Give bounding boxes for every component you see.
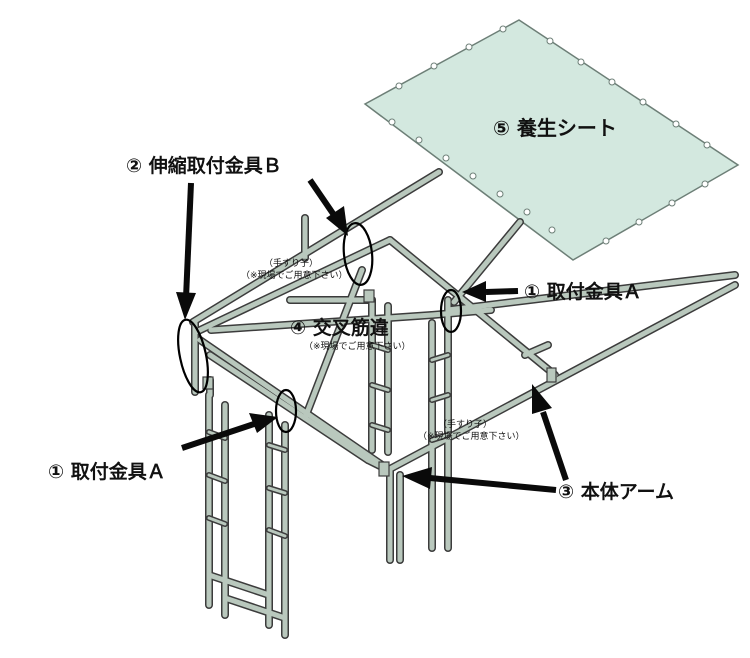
arrow-main-arm-upper (540, 411, 569, 481)
arrow-bracket-b-top (307, 178, 339, 220)
arrow-head-icon (532, 384, 552, 414)
labels: ⑤ 養生シート ② 伸縮取付金具Ｂ ① 取付金具Ａ ① 取付金具Ａ ④ 交叉筋違… (48, 116, 674, 503)
bracket-a-right-label: ① 取付金具Ａ (524, 280, 642, 303)
cross-brace-label: ④ 交叉筋違 (290, 316, 389, 339)
main-arm-label: ③ 本体アーム (558, 480, 674, 503)
bracket-b-highlight-top (342, 222, 374, 286)
arm-clamps (202, 289, 557, 477)
protective-sheet (363, 19, 740, 261)
handrail-right-label: （手すり子） (438, 418, 492, 430)
bracket-a-highlight-left (274, 388, 298, 434)
arrow-head-icon (402, 467, 432, 489)
handrail-top-label: （手すり子） (264, 257, 318, 269)
bracket-a-highlight-right (439, 288, 463, 334)
bracket-b-highlight-left (177, 318, 209, 394)
handrail-top-note: （※現場でご用意下さい） (241, 269, 348, 281)
callout-arrows (176, 178, 569, 493)
sheet-grommets (388, 25, 711, 245)
handrail-right-note: （※現場でご用意下さい） (418, 430, 525, 442)
arrow-main-arm-lower (429, 475, 557, 493)
bracket-a-left-label: ① 取付金具Ａ (48, 460, 166, 483)
arrow-bracket-a-left (181, 421, 255, 451)
sheet-label: ⑤ 養生シート (493, 116, 617, 140)
arrow-head-icon (462, 281, 486, 302)
arrow-bracket-a-right (485, 288, 519, 295)
scaffold-pipes (189, 168, 739, 639)
cross-brace-note: （※現場でご用意下さい） (304, 340, 411, 352)
arrow-bracket-b-left (183, 182, 194, 299)
bracket-highlights (177, 222, 463, 434)
arrow-head-icon (176, 292, 196, 320)
arrow-head-icon (249, 413, 278, 433)
bracket-b-label: ② 伸縮取付金具Ｂ (126, 154, 282, 177)
arrow-head-icon (326, 206, 348, 236)
